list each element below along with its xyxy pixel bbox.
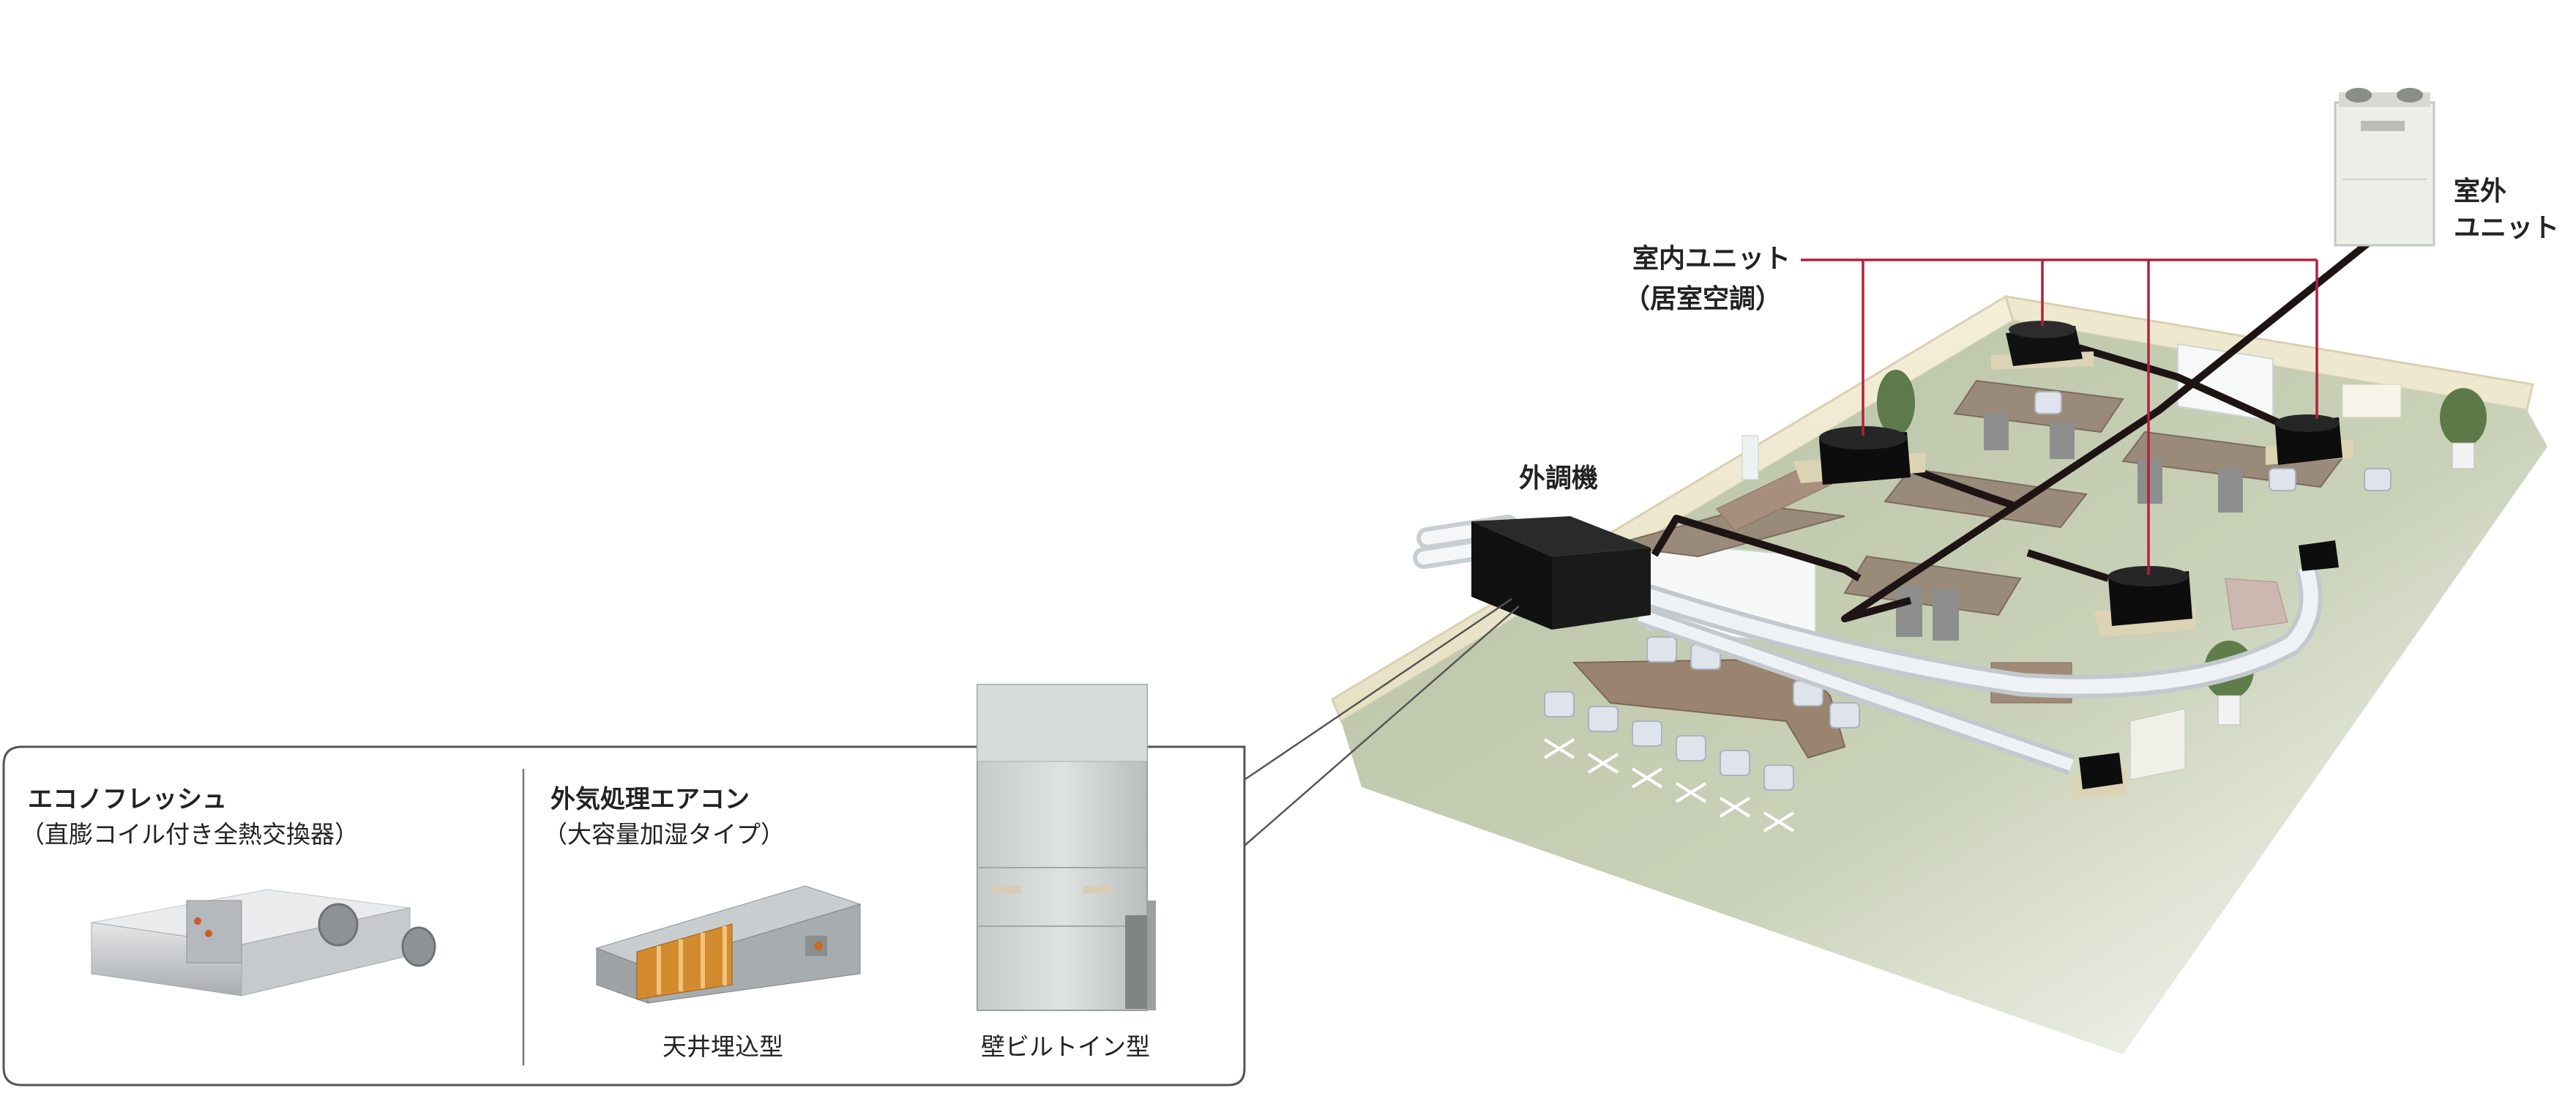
indoor-unit-6 bbox=[2072, 753, 2127, 800]
desk-legs bbox=[1896, 414, 2243, 641]
ceiling-doas-image bbox=[595, 885, 862, 1004]
main-pipe bbox=[1841, 237, 2375, 622]
outdoor-unit-label-line2: ユニット bbox=[2454, 213, 2560, 243]
ceiling-type-caption: 天井埋込型 bbox=[662, 1032, 783, 1061]
callout-connectors bbox=[1244, 597, 1520, 846]
chairs bbox=[1544, 391, 2392, 791]
indoor-unit-4 bbox=[2094, 566, 2196, 637]
erv-unit-image bbox=[91, 889, 436, 996]
callout-box bbox=[2, 745, 1246, 1087]
eco-fresh-subtitle: （直膨コイル付き全熱交換器） bbox=[20, 820, 359, 849]
wall-type-caption: 壁ビルトイン型 bbox=[981, 1032, 1150, 1061]
refrigerant-piping bbox=[1651, 237, 2375, 622]
indoor-unit-1 bbox=[1991, 321, 2094, 370]
pipe-unit-a bbox=[1887, 458, 2015, 509]
indoor-unit-3 bbox=[2266, 414, 2353, 465]
ducts bbox=[1413, 515, 2323, 775]
wall-board bbox=[2342, 384, 2402, 418]
outdoor-air-unit-label: 外調機 bbox=[1519, 463, 1599, 493]
indoor-unit-label-line2: （居室空調） bbox=[1624, 284, 1782, 314]
indoor-units bbox=[1793, 321, 2353, 800]
floor-plane bbox=[1341, 321, 2547, 1054]
outdoor-air-unit bbox=[1471, 516, 1651, 630]
pipe-unit-c bbox=[2026, 549, 2110, 582]
pipe-unit-b bbox=[2077, 344, 2293, 432]
indoor-unit-2 bbox=[1793, 426, 1925, 485]
outdoor-unit bbox=[2334, 88, 2435, 247]
indoor-unit-5 bbox=[2299, 540, 2339, 571]
chair-bases bbox=[1543, 738, 1795, 832]
wall-builtin-image bbox=[977, 684, 1156, 1011]
leader-lines bbox=[1801, 258, 2318, 575]
eco-fresh-title: エコノフレッシュ bbox=[28, 785, 227, 814]
indoor-unit-label-line1: 室内ユニット bbox=[1632, 244, 1791, 274]
doas-title: 外気処理エアコン bbox=[550, 785, 750, 814]
doas-subtitle: （大容量加湿タイプ） bbox=[543, 820, 785, 849]
outdoor-unit-label-line1: 室外 bbox=[2454, 176, 2507, 206]
